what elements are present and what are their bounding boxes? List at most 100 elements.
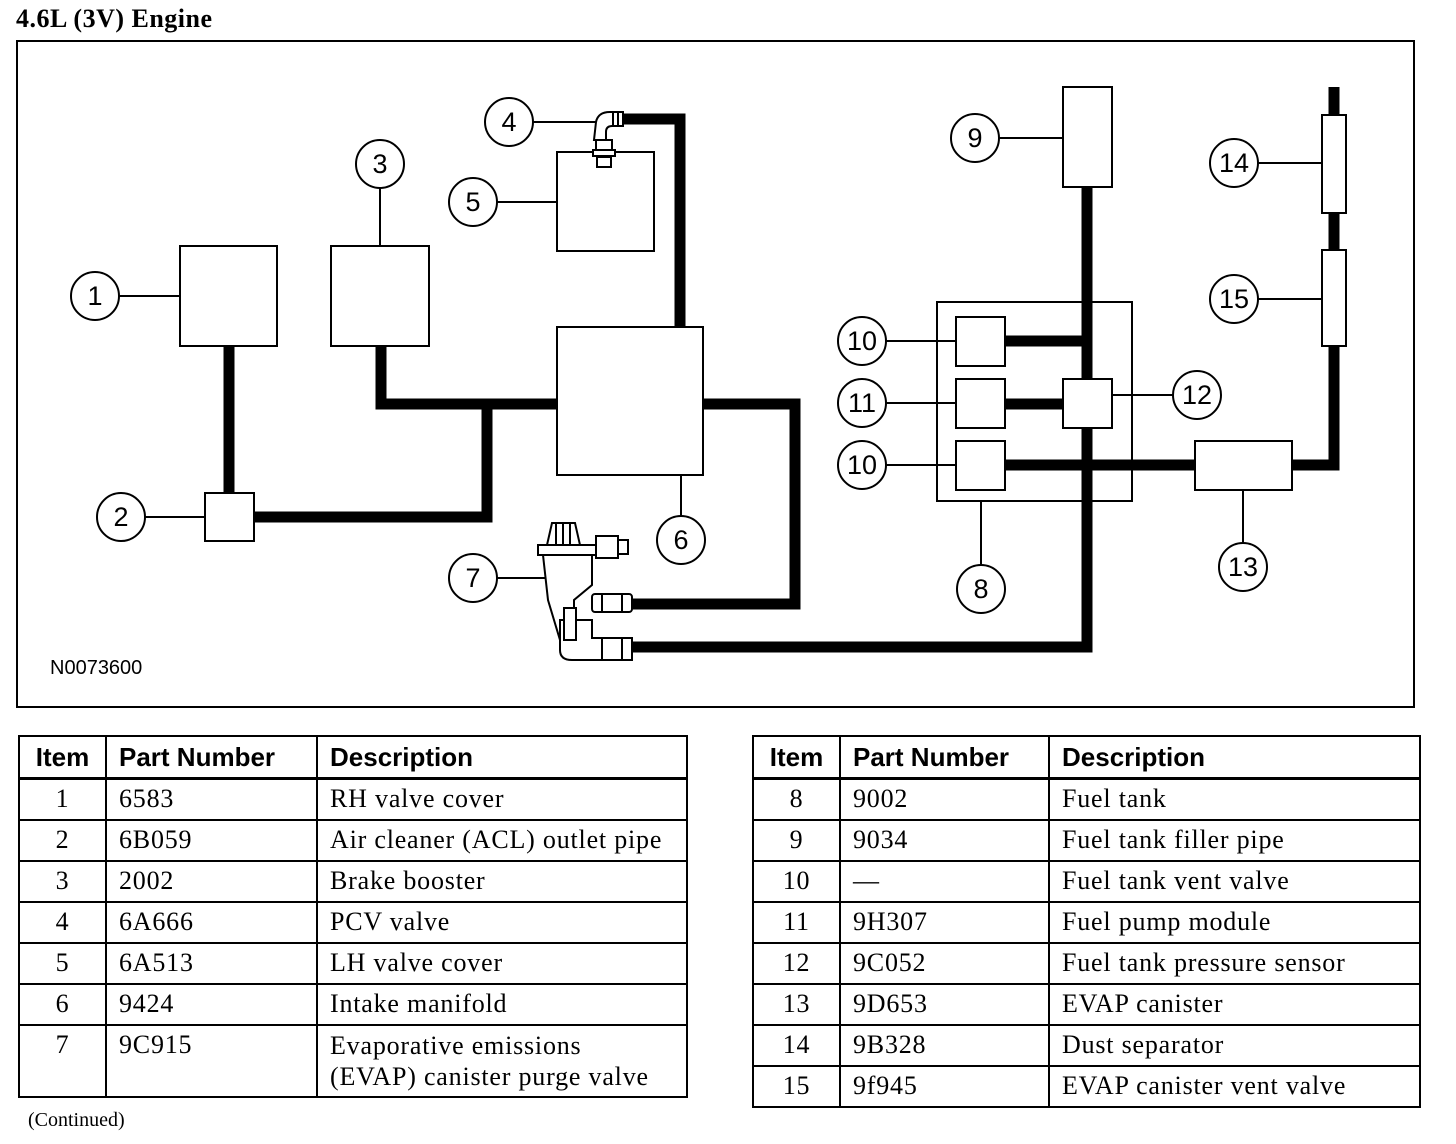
intake-manifold [556,326,704,476]
svg-text:11: 11 [848,388,876,418]
svg-text:4: 4 [501,107,516,137]
item-number: 13 [752,983,841,1026]
table-header-row: Item Part Number Description [752,735,1421,780]
rh-valve-cover [179,245,278,347]
description: Evaporative emissions (EVAP) canister pu… [316,1024,688,1098]
part-number: 2002 [105,860,318,903]
item-number: 6 [18,983,107,1026]
dust-separator [1321,114,1347,214]
description: Dust separator [1048,1024,1421,1067]
column-header-part-number: Part Number [105,735,318,780]
column-header-part-number: Part Number [839,735,1050,780]
callout-15: 15 [1209,274,1259,324]
description: Intake manifold [316,983,688,1026]
item-number: 11 [752,901,841,944]
svg-text:1: 1 [87,281,102,311]
item-number: 8 [752,777,841,821]
description: Fuel tank pressure sensor [1048,942,1421,985]
hose-intake-to-purge-valve [632,398,801,610]
svg-text:6: 6 [673,525,688,555]
description: RH valve cover [316,777,688,821]
callout-10-upper: 10 [837,316,887,366]
part-number: 9H307 [839,901,1050,944]
evap-canister-vent-valve [1321,249,1347,347]
item-number: 9 [752,819,841,862]
fuel-pump-module [955,378,1006,429]
svg-text:8: 8 [973,574,988,604]
svg-text:10: 10 [847,450,877,480]
callout-8: 8 [956,564,1006,614]
fuel-tank-vent-valve-upper [955,316,1006,367]
part-number: 6A513 [105,942,318,985]
part-number: 9B328 [839,1024,1050,1067]
callout-1: 1 [70,271,120,321]
callout-10-lower: 10 [837,440,887,490]
part-number: 9424 [105,983,318,1026]
description: EVAP canister vent valve [1048,1065,1421,1108]
acl-outlet-pipe [204,492,255,542]
callout-13: 13 [1218,542,1268,592]
item-number: 14 [752,1024,841,1067]
part-number: 9C915 [105,1024,318,1098]
callout-5: 5 [448,177,498,227]
part-number: 6583 [105,777,318,821]
part-number: 9034 [839,819,1050,862]
table-header-row: Item Part Number Description [18,735,688,780]
svg-text:10: 10 [847,326,877,356]
hose-canister-to-vent [1292,346,1340,471]
evap-system-diagram: 1 2 3 4 5 6 7 8 9 10 11 10 12 13 14 15 N… [16,40,1415,708]
continued-note: (Continued) [28,1109,125,1131]
item-number: 10 [752,860,841,903]
callout-2: 2 [96,492,146,542]
column-header-description: Description [1048,735,1421,780]
item-number: 15 [752,1065,841,1108]
description: Brake booster [316,860,688,903]
part-number: 9D653 [839,983,1050,1026]
svg-text:13: 13 [1228,552,1258,582]
brake-booster [330,245,430,347]
item-number: 1 [18,777,107,821]
callout-4: 4 [484,97,534,147]
pcv-valve [592,111,624,168]
callout-11: 11 [837,378,887,428]
item-number: 4 [18,901,107,944]
svg-text:7: 7 [465,563,480,593]
callout-6: 6 [656,515,706,565]
part-number: 9f945 [839,1065,1050,1108]
item-number: 5 [18,942,107,985]
table-row: 10—Fuel tank vent valve [752,860,1421,903]
description: Fuel tank [1048,777,1421,821]
item-number: 7 [18,1024,107,1098]
part-number: 9002 [839,777,1050,821]
hose-pcv-to-intake [623,113,686,327]
description: Fuel tank vent valve [1048,860,1421,903]
svg-text:12: 12 [1182,380,1212,410]
part-number: — [839,860,1050,903]
column-header-item: Item [752,735,841,780]
svg-text:15: 15 [1219,284,1249,314]
item-number: 12 [752,942,841,985]
item-number: 2 [18,819,107,862]
hose-brake-booster-to-intake [375,346,557,410]
fuel-tank-filler-pipe [1062,86,1113,188]
column-header-description: Description [316,735,688,780]
callout-9: 9 [950,113,1000,163]
callout-7: 7 [448,553,498,603]
description: EVAP canister [1048,983,1421,1026]
svg-text:3: 3 [372,149,387,179]
